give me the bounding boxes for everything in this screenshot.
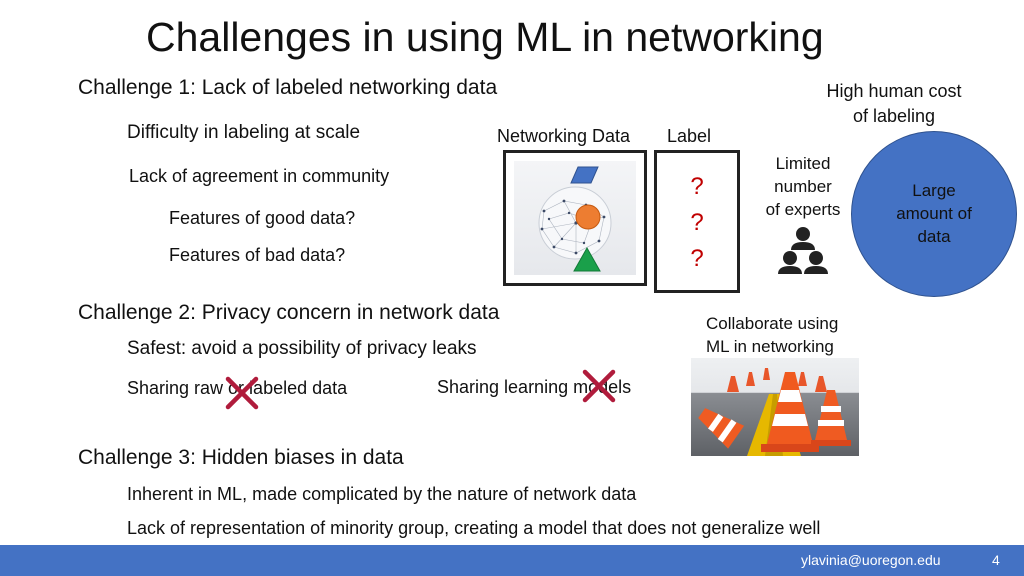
footer-email: ylavinia@uoregon.edu [801,552,941,568]
challenge1-point2: Lack of agreement in community [129,166,390,186]
label-box: ? ? ? [654,150,740,293]
cross-icon [225,376,259,410]
network-sphere-image [514,161,636,275]
large-data-circle: Large amount of data [851,131,1017,297]
green-triangle-shape [573,246,601,272]
limited-experts-line1: Limited [775,154,831,173]
limited-experts-line3: of experts [765,200,841,219]
blue-parallelogram-shape [570,166,599,184]
orange-circle-shape [575,204,601,230]
circle-text-line2: amount of [896,204,972,223]
limited-experts-line2: number [774,177,832,196]
label-label: Label [667,126,712,146]
cross-icon [582,369,616,403]
slide-title: Challenges in using ML in networking [146,14,824,60]
question-mark-1: ? [690,173,704,200]
challenge2-point1: Safest: avoid a possibility of privacy l… [127,338,477,359]
sharing-learning-models: Sharing learning models [437,377,632,397]
page-number: 4 [992,552,1000,568]
people-icon [777,224,829,276]
circle-text-line1: Large [912,181,956,200]
challenge3-point1: Inherent in ML, made complicated by the … [127,484,637,504]
networking-data-label: Networking Data [497,126,631,146]
question-mark-3: ? [690,245,704,272]
challenge1-point1: Difficulty in labeling at scale [127,122,361,143]
challenge2-heading: Challenge 2: Privacy concern in network … [78,301,500,324]
footer-bar: ylavinia@uoregon.edu 4 [0,545,1024,576]
challenge3-heading: Challenge 3: Hidden biases in data [78,446,404,469]
networking-data-box [503,150,647,286]
challenge1-heading: Challenge 1: Lack of labeled networking … [78,76,498,99]
challenge1-sub2: Features of bad data? [169,245,346,265]
collaborate-line2: ML in networking [706,337,834,356]
question-mark-2: ? [690,209,704,236]
challenge1-sub1: Features of good data? [169,208,356,228]
high-cost-line1: High human cost [826,81,962,101]
challenge3-point2: Lack of representation of minority group… [127,518,821,538]
high-cost-line2: of labeling [852,106,936,126]
circle-text-line3: data [917,227,951,246]
traffic-cones-image [691,358,859,456]
collaborate-line1: Collaborate using [706,314,839,333]
